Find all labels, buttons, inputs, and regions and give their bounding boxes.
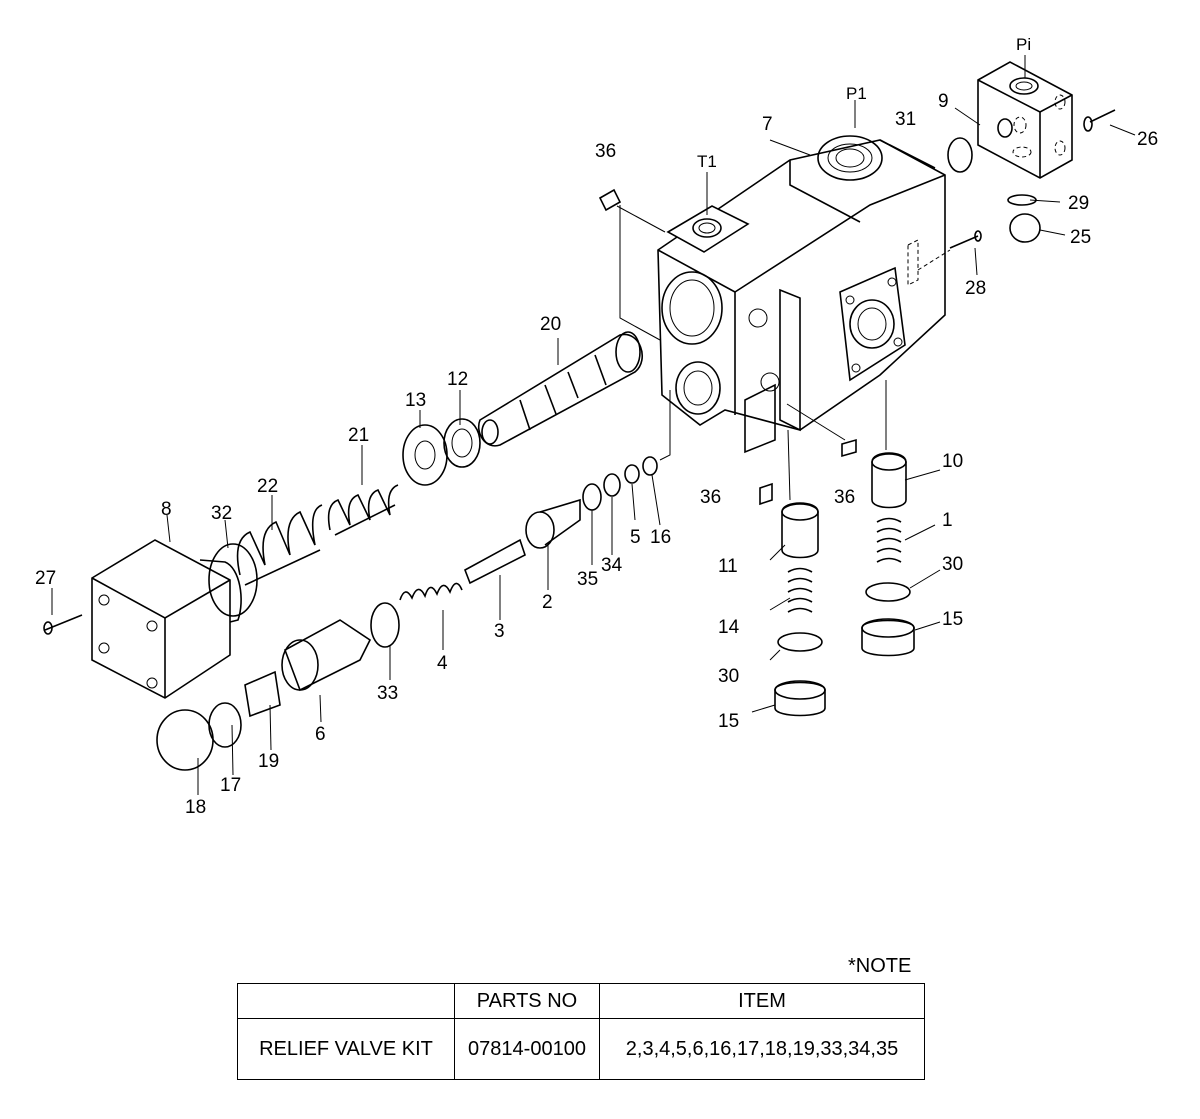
part-label-9: 9	[938, 91, 949, 112]
table-header-row: PARTS NO ITEM	[237, 983, 925, 1019]
header-cell-name	[237, 983, 455, 1019]
part-label-36c: 36	[834, 487, 855, 508]
part-label-1: 1	[942, 510, 953, 531]
part-label-6: 6	[315, 724, 326, 745]
part-label-34: 34	[601, 555, 623, 576]
part-label-18: 18	[185, 797, 206, 818]
part-label-20: 20	[540, 314, 561, 335]
part-label-3: 3	[494, 621, 505, 642]
part-label-16: 16	[650, 527, 671, 548]
small-hardware	[43, 109, 1116, 635]
part-label-5: 5	[630, 527, 641, 548]
relief-valve-parts	[156, 456, 658, 771]
part-label-31: 31	[895, 109, 916, 130]
part-label-33: 33	[377, 683, 398, 704]
header-cell-item: ITEM	[599, 983, 925, 1019]
springs-upper	[208, 418, 481, 617]
cap-block-8	[91, 539, 242, 699]
port-label-t1: T1	[697, 152, 717, 171]
part-label-10: 10	[942, 451, 963, 472]
leader-lines	[51, 55, 1136, 795]
part-label-30a: 30	[942, 554, 963, 575]
part-label-15a: 15	[942, 609, 963, 630]
part-label-30b: 30	[718, 666, 739, 687]
part-label-25: 25	[1070, 227, 1091, 248]
part-label-8: 8	[161, 499, 172, 520]
valve-body	[657, 135, 946, 454]
part-label-4: 4	[437, 653, 448, 674]
note-label: *NOTE	[848, 955, 912, 977]
part-label-15b: 15	[718, 711, 739, 732]
part-label-32: 32	[211, 503, 232, 524]
part-label-14: 14	[718, 617, 740, 638]
part-label-29: 29	[1068, 193, 1089, 214]
parts-kit-table: PARTS NO ITEM RELIEF VALVE KIT 07814-001…	[237, 983, 925, 1080]
part-label-2: 2	[542, 592, 553, 613]
port-label-pi: Pi	[1016, 35, 1031, 54]
kit-items-cell: 2,3,4,5,6,16,17,18,19,33,34,35	[599, 1018, 925, 1080]
part-label-35: 35	[577, 569, 598, 590]
header-cell-parts-no: PARTS NO	[454, 983, 600, 1019]
port-label-p1: P1	[846, 84, 867, 103]
kit-parts-no-cell: 07814-00100	[454, 1018, 600, 1080]
part-label-12: 12	[447, 369, 468, 390]
cap-block-9	[977, 61, 1073, 179]
part-label-22: 22	[257, 476, 278, 497]
part-label-28: 28	[965, 278, 986, 299]
part-label-36a: 36	[595, 141, 616, 162]
part-label-11: 11	[718, 556, 738, 577]
part-label-17: 17	[220, 775, 241, 796]
part-label-19: 19	[258, 751, 279, 772]
part-label-13: 13	[405, 390, 426, 411]
spool-20	[478, 331, 644, 447]
part-label-27: 27	[35, 568, 56, 589]
table-row: RELIEF VALVE KIT 07814-00100 2,3,4,5,6,1…	[237, 1018, 925, 1080]
part-label-36b: 36	[700, 487, 721, 508]
part-label-26: 26	[1137, 129, 1158, 150]
part-label-7: 7	[762, 114, 773, 135]
kit-name-cell: RELIEF VALVE KIT	[237, 1018, 455, 1080]
stack-right	[861, 452, 915, 657]
part-label-21: 21	[348, 425, 369, 446]
stack-left	[774, 502, 826, 717]
